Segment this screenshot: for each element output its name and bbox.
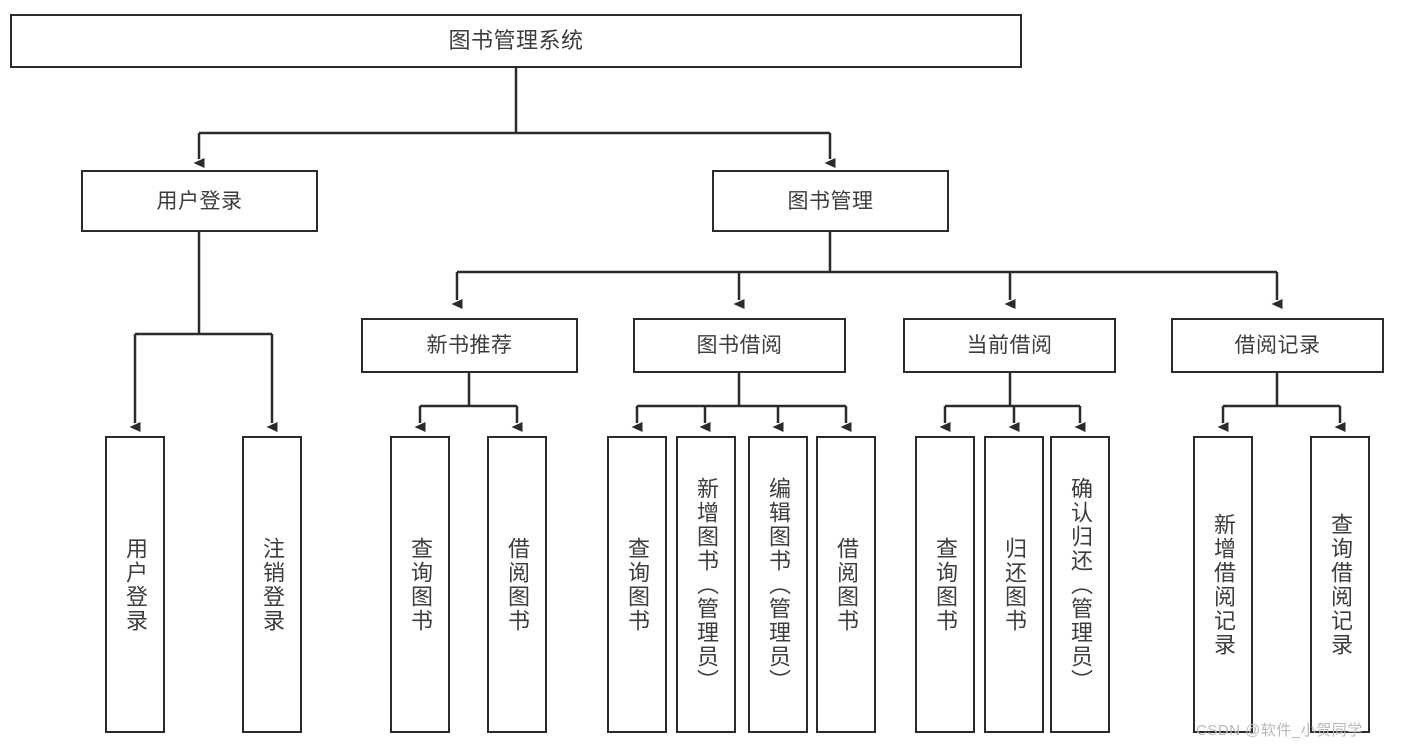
node-leaf-borrow-book-2[interactable]: 借阅图书 — [816, 436, 876, 733]
node-new-book-rec[interactable]: 新书推荐 — [361, 318, 578, 373]
node-leaf-add-record[interactable]: 新增借阅记录 — [1193, 436, 1253, 733]
node-leaf-query-book-3-label: 查询图书 — [932, 536, 958, 633]
node-leaf-add-record-label: 新增借阅记录 — [1210, 512, 1236, 657]
node-new-book-rec-label: 新书推荐 — [426, 334, 513, 357]
node-leaf-query-book-3[interactable]: 查询图书 — [915, 436, 975, 733]
node-leaf-query-book-1-label: 查询图书 — [407, 536, 433, 633]
node-borrow-record-label: 借阅记录 — [1234, 334, 1321, 357]
node-leaf-query-book-2[interactable]: 查询图书 — [607, 436, 667, 733]
node-leaf-edit-book[interactable]: 编辑图书（管理员） — [748, 436, 808, 733]
node-leaf-edit-book-label: 编辑图书（管理员） — [765, 476, 791, 693]
node-user-login[interactable]: 用户登录 — [81, 170, 318, 232]
node-book-borrow-label: 图书借阅 — [696, 334, 783, 357]
node-user-login-label: 用户登录 — [156, 189, 243, 213]
node-borrow-record[interactable]: 借阅记录 — [1171, 318, 1384, 373]
node-leaf-logout[interactable]: 注销登录 — [242, 436, 302, 733]
node-leaf-borrow-book-1[interactable]: 借阅图书 — [487, 436, 547, 733]
node-leaf-user-login[interactable]: 用户登录 — [105, 436, 165, 733]
node-leaf-user-login-label: 用户登录 — [122, 536, 148, 633]
node-book-borrow[interactable]: 图书借阅 — [633, 318, 846, 373]
node-leaf-borrow-book-1-label: 借阅图书 — [504, 536, 530, 633]
node-root-label: 图书管理系统 — [448, 28, 584, 53]
node-leaf-add-book[interactable]: 新增图书（管理员） — [676, 436, 736, 733]
node-root[interactable]: 图书管理系统 — [10, 14, 1022, 68]
node-current-borrow-label: 当前借阅 — [966, 334, 1053, 357]
node-leaf-confirm-return-label: 确认归还（管理员） — [1067, 476, 1093, 693]
node-leaf-return-book[interactable]: 归还图书 — [984, 436, 1044, 733]
node-leaf-logout-label: 注销登录 — [259, 536, 285, 633]
node-leaf-return-book-label: 归还图书 — [1001, 536, 1027, 633]
csdn-watermark: CSDN @软件_小贺同学 — [1196, 722, 1363, 739]
node-leaf-borrow-book-2-label: 借阅图书 — [833, 536, 859, 633]
node-current-borrow[interactable]: 当前借阅 — [903, 318, 1116, 373]
node-leaf-query-book-1[interactable]: 查询图书 — [390, 436, 450, 733]
node-book-manage-label: 图书管理 — [787, 189, 874, 213]
node-leaf-query-record-label: 查询借阅记录 — [1327, 512, 1353, 657]
node-book-manage[interactable]: 图书管理 — [712, 170, 949, 232]
node-leaf-confirm-return[interactable]: 确认归还（管理员） — [1050, 436, 1110, 733]
node-leaf-add-book-label: 新增图书（管理员） — [693, 476, 719, 693]
node-leaf-query-book-2-label: 查询图书 — [624, 536, 650, 633]
node-leaf-query-record[interactable]: 查询借阅记录 — [1310, 436, 1370, 733]
